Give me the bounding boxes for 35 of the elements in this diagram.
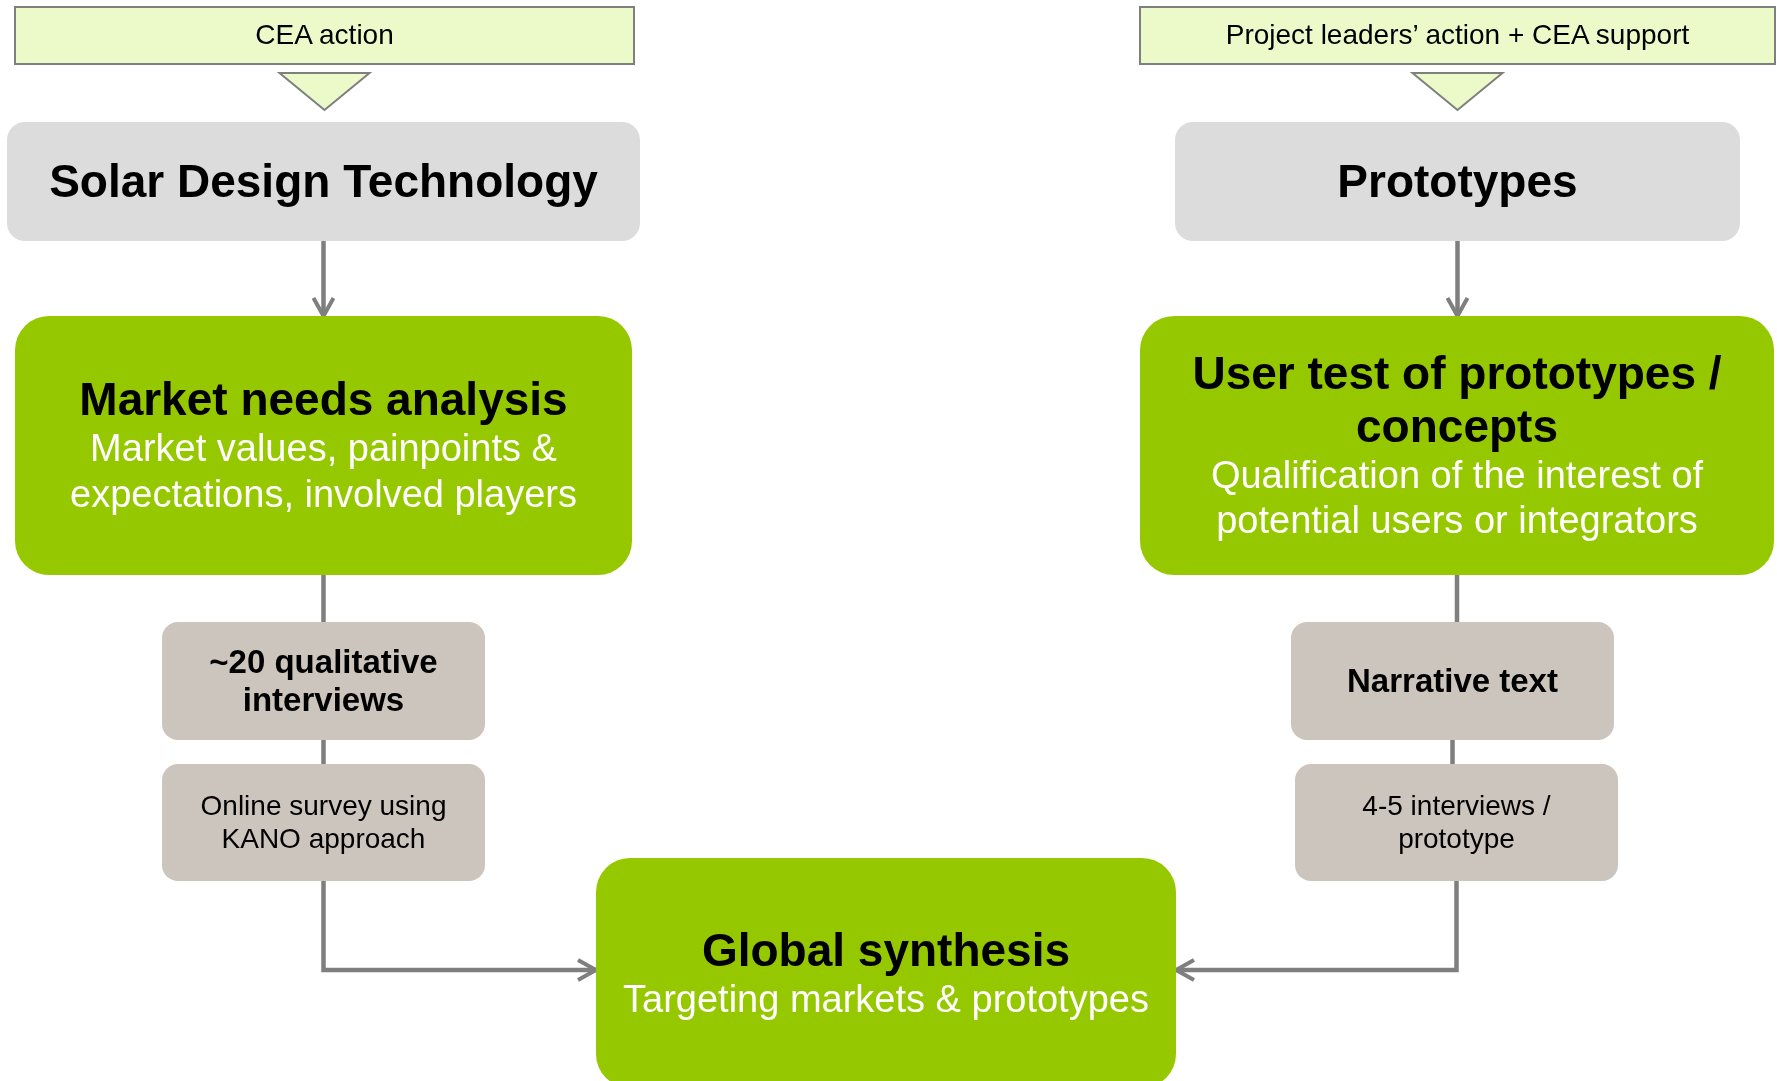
- connector-line: [321, 575, 326, 622]
- chevron-arrow: [1409, 72, 1506, 112]
- method-box: [162, 764, 485, 881]
- node-title: 4-5 interviews / prototype: [1361, 790, 1552, 855]
- node-title: User test of prototypes / concepts: [1191, 347, 1723, 453]
- process-box: [1175, 122, 1740, 241]
- header-box: [14, 6, 635, 65]
- node-title: CEA action: [255, 19, 394, 52]
- process-box: [15, 316, 632, 575]
- node-title: Project leaders’ action + CEA support: [1225, 19, 1690, 52]
- node-title: Prototypes: [1337, 155, 1578, 208]
- process-box: [7, 122, 640, 241]
- arrow: [311, 241, 336, 318]
- connector-line: [321, 740, 326, 764]
- arrow: [1445, 241, 1470, 318]
- arrow: [1174, 881, 1459, 982]
- connector-line: [1454, 575, 1460, 622]
- process-box: [1140, 316, 1774, 575]
- header-box: [1139, 6, 1776, 65]
- node-title: Global synthesis: [701, 923, 1071, 977]
- chevron-arrow: [276, 72, 373, 112]
- connector-line: [1450, 740, 1455, 764]
- node-title: Narrative text: [1347, 662, 1558, 700]
- node-title: ~20 qualitative interviews: [208, 643, 439, 719]
- node-description: Market values, painpoints & expectations, involved players: [69, 426, 578, 517]
- node-title: Solar Design Technology: [49, 155, 598, 208]
- node-description: Qualification of the interest of potential users or integrators: [1209, 452, 1705, 544]
- method-box: [1291, 622, 1614, 740]
- arrow: [321, 881, 598, 982]
- process-box: [596, 858, 1176, 1081]
- node-description: Targeting markets & prototypes: [623, 976, 1149, 1022]
- method-box: [1295, 764, 1618, 881]
- node-title: Market needs analysis: [79, 373, 568, 427]
- node-title: Online survey using KANO approach: [199, 790, 448, 855]
- method-box: [162, 622, 485, 740]
